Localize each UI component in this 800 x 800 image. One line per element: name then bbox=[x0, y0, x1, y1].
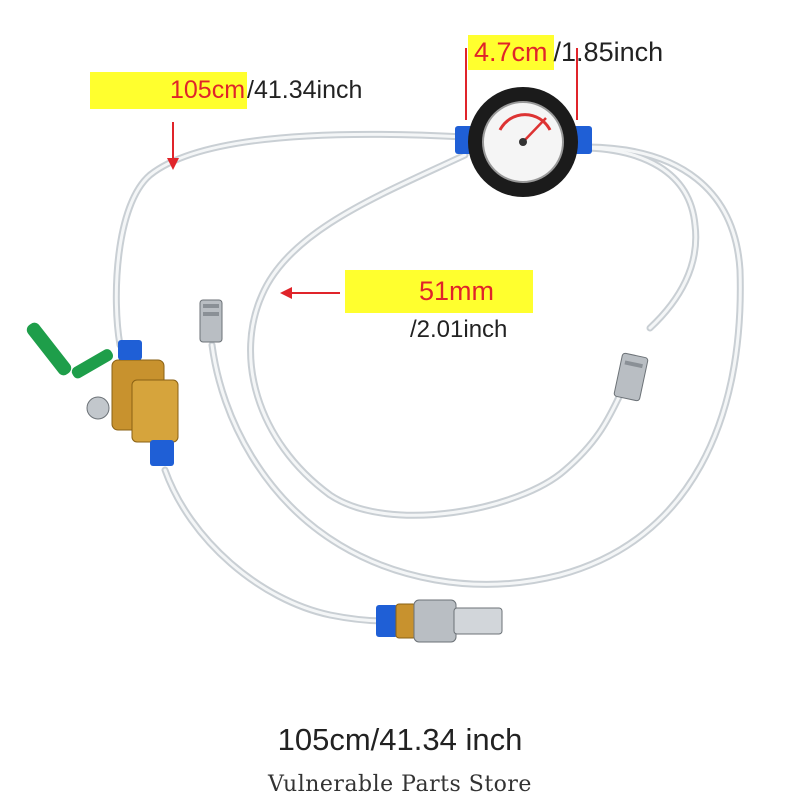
hose-tubing bbox=[112, 130, 744, 625]
pressure-gauge bbox=[455, 87, 592, 197]
gauge-size-metric: 4.7cm bbox=[468, 35, 554, 70]
hose-length-imperial: /41.34inch bbox=[247, 76, 363, 104]
gauge-size-imperial: /1.85inch bbox=[553, 37, 664, 67]
tube-length-label: 51mm bbox=[345, 270, 533, 313]
hose-fitting-left bbox=[199, 299, 223, 343]
gauge-size-label: 4.7cm/1.85inch bbox=[468, 35, 663, 70]
store-watermark: Vulnerable Parts Store bbox=[268, 772, 532, 797]
hose-length-label: 105cm/41.34inch bbox=[90, 72, 362, 109]
tube-length-imperial: /2.01inch bbox=[410, 316, 508, 343]
hose-fitting-right bbox=[613, 352, 649, 402]
hose-length-metric: 105cm bbox=[90, 72, 248, 109]
brass-ball-valve bbox=[26, 322, 179, 466]
tube-length-metric: 51mm bbox=[345, 270, 533, 313]
dimension-markers bbox=[167, 48, 578, 299]
bottom-caption: 105cm/41.34 inch bbox=[277, 722, 523, 757]
quick-coupler bbox=[376, 599, 503, 643]
